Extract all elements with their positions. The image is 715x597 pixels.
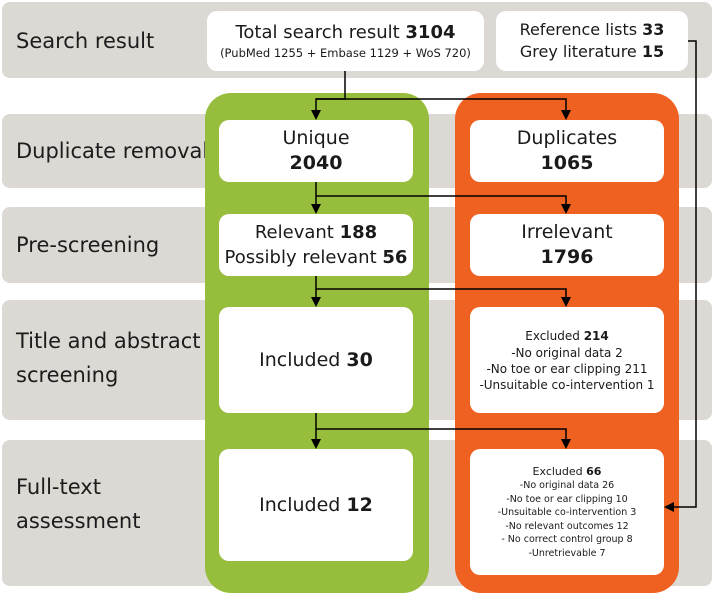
stage-label-fulltext-line2: assessment <box>16 509 141 533</box>
stage-label-title-line2: screening <box>16 363 119 387</box>
irrelevant-value: 1796 <box>540 246 594 268</box>
excluded-full-text-value: 66 <box>586 465 602 478</box>
duplicates-box: Duplicates 1065 <box>470 120 664 182</box>
stage-label-fulltext: Full-text assessment <box>16 470 140 538</box>
stage-label-fulltext-line1: Full-text <box>16 475 101 499</box>
search-sources: (PubMed 1255 + Embase 1129 + WoS 720) <box>220 45 471 60</box>
irrelevant-box: Irrelevant 1796 <box>470 214 664 276</box>
grey-literature-label: Grey literature <box>519 42 637 61</box>
included-title-abstract-label: Included <box>259 349 341 371</box>
irrelevant-label: Irrelevant <box>521 221 613 243</box>
excluded-ft-reason: -No toe or ear clipping 10 <box>506 493 628 505</box>
arrow-relevant-to-excluded <box>316 288 571 307</box>
stage-label-prescreen: Pre-screening <box>16 233 160 257</box>
excluded-title-abstract-box: Excluded 214 -No original data 2 -No toe… <box>470 307 664 413</box>
excluded-ft-reason: -No original data 26 <box>519 480 615 491</box>
total-search-label: Total search result <box>235 21 400 43</box>
excluded-ta-reason: -No original data 2 <box>511 345 623 360</box>
excluded-ft-reason: -No relevant outcomes 12 <box>505 520 629 532</box>
relevant-box: Relevant 188 Possibly relevant 56 <box>219 214 413 276</box>
excluded-ft-reason: -Unsuitable co-intervention 3 <box>497 507 637 518</box>
duplicates-label: Duplicates <box>516 127 618 149</box>
included-title-abstract-box: Included 30 <box>219 307 413 413</box>
excluded-full-text-box: Excluded 66 -No original data 26 -No toe… <box>470 449 664 575</box>
stage-label-duplicate: Duplicate removal <box>16 139 209 163</box>
arrow-search-to-duplicates <box>316 98 571 120</box>
arrow-search-split <box>311 71 346 120</box>
possibly-relevant-label: Possibly relevant <box>224 247 377 268</box>
relevant-value: 188 <box>339 222 378 243</box>
included-full-text-box: Included 12 <box>219 449 413 561</box>
unique-value: 2040 <box>289 152 343 174</box>
stage-label-search: Search result <box>16 29 155 53</box>
unique-label: Unique <box>282 127 350 149</box>
possibly-relevant-value: 56 <box>382 247 408 268</box>
reference-lists-value: 33 <box>642 20 665 39</box>
excluded-ta-reason: -No toe or ear clipping 211 <box>486 361 648 376</box>
arrow-other-to-fulltext <box>664 40 697 512</box>
excluded-ft-reason: - No correct control group 8 <box>501 534 633 545</box>
total-search-value: 3104 <box>405 21 456 43</box>
excluded-ta-reason: -Unsuitable co-intervention 1 <box>479 377 655 392</box>
arrow-included-to-excluded-ft <box>316 428 571 449</box>
duplicates-value: 1065 <box>540 152 594 174</box>
arrow-unique-to-irrelevant <box>316 195 571 214</box>
excluded-full-text-label: Excluded <box>532 465 583 478</box>
excluded-title-abstract-label: Excluded <box>525 328 580 343</box>
relevant-label: Relevant <box>254 222 334 243</box>
included-title-abstract-value: 30 <box>346 349 373 371</box>
included-full-text-label: Included <box>259 494 341 516</box>
excluded-ft-reason: -Unretrievable 7 <box>528 547 606 559</box>
unique-box: Unique 2040 <box>219 120 413 182</box>
other-sources-box: Reference lists 33 Grey literature 15 <box>496 11 688 71</box>
reference-lists-label: Reference lists <box>519 20 638 39</box>
grey-literature-value: 15 <box>641 42 665 61</box>
stage-label-title: Title and abstract screening <box>16 324 201 392</box>
total-search-box: Total search result 3104 (PubMed 1255 + … <box>207 11 484 71</box>
included-full-text-value: 12 <box>346 494 373 516</box>
excluded-title-abstract-value: 214 <box>583 328 609 343</box>
stage-label-title-line1: Title and abstract <box>16 329 201 353</box>
